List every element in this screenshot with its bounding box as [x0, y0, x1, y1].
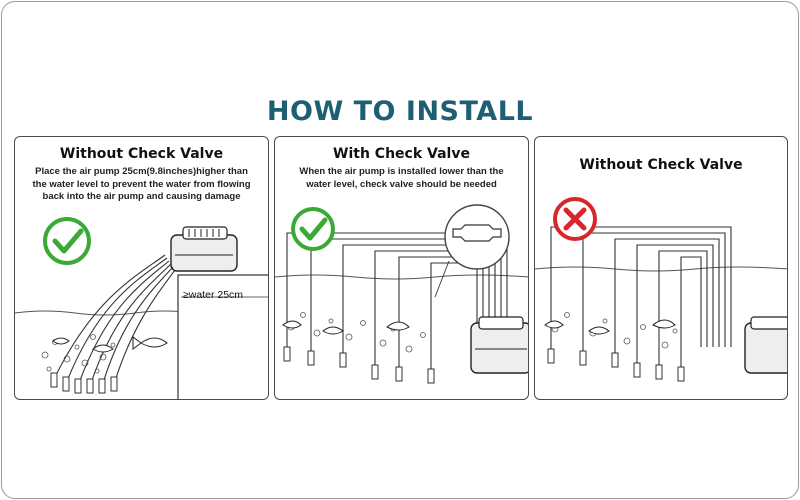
fish-icon — [544, 319, 676, 335]
check-mark-icon — [291, 207, 335, 251]
description-line: back into the air pump and causing damag… — [42, 191, 241, 202]
description-line: When the air pump is installed lower tha… — [299, 166, 504, 177]
fish-icon — [52, 336, 168, 353]
description-line: Place the air pump 25cm(9.8inches)higher… — [35, 166, 248, 177]
bubbles — [287, 312, 426, 353]
air-stones — [547, 348, 685, 382]
air-tubes — [286, 232, 508, 369]
water-surface — [535, 266, 787, 272]
check-valve-callout — [434, 204, 510, 298]
air-tubes — [550, 226, 732, 369]
air-stones — [50, 372, 118, 394]
panel-without-check-valve-low: Without Check Valve — [534, 136, 788, 400]
page-title: HOW TO INSTALL — [266, 96, 534, 127]
panel-description: When the air pump is installed lower tha… — [279, 166, 524, 191]
air-pump-icon — [744, 316, 787, 374]
panel-title: Without Check Valve — [59, 146, 224, 162]
panel-title: Without Check Valve — [579, 157, 743, 173]
panel-description: Place the air pump 25cm(9.8inches)higher… — [19, 166, 264, 204]
installation-illustration — [535, 197, 787, 382]
pump-stand — [177, 274, 268, 399]
installation-illustration — [275, 204, 528, 384]
panel-with-check-valve: With Check Valve When the air pump is in… — [274, 136, 529, 400]
air-tubes — [54, 254, 176, 384]
description-line: the water level to prevent the water fro… — [32, 178, 251, 190]
air-stones — [283, 346, 435, 384]
panel-without-check-valve-high: Without Check Valve Place the air pump 2… — [14, 136, 269, 400]
air-pump-icon — [470, 316, 528, 374]
installation-illustration — [15, 217, 268, 399]
panel-title: With Check Valve — [333, 146, 470, 162]
bubbles — [41, 334, 116, 374]
water-surface — [275, 274, 528, 280]
fish-icon — [282, 320, 410, 335]
description-line: water level, check valve should be neede… — [306, 178, 497, 190]
water-surface — [15, 310, 196, 316]
check-mark-icon — [43, 217, 91, 265]
cross-mark-icon — [553, 197, 597, 241]
water-height-label: ≥water 25cm — [183, 289, 244, 301]
air-pump-icon — [170, 226, 238, 272]
